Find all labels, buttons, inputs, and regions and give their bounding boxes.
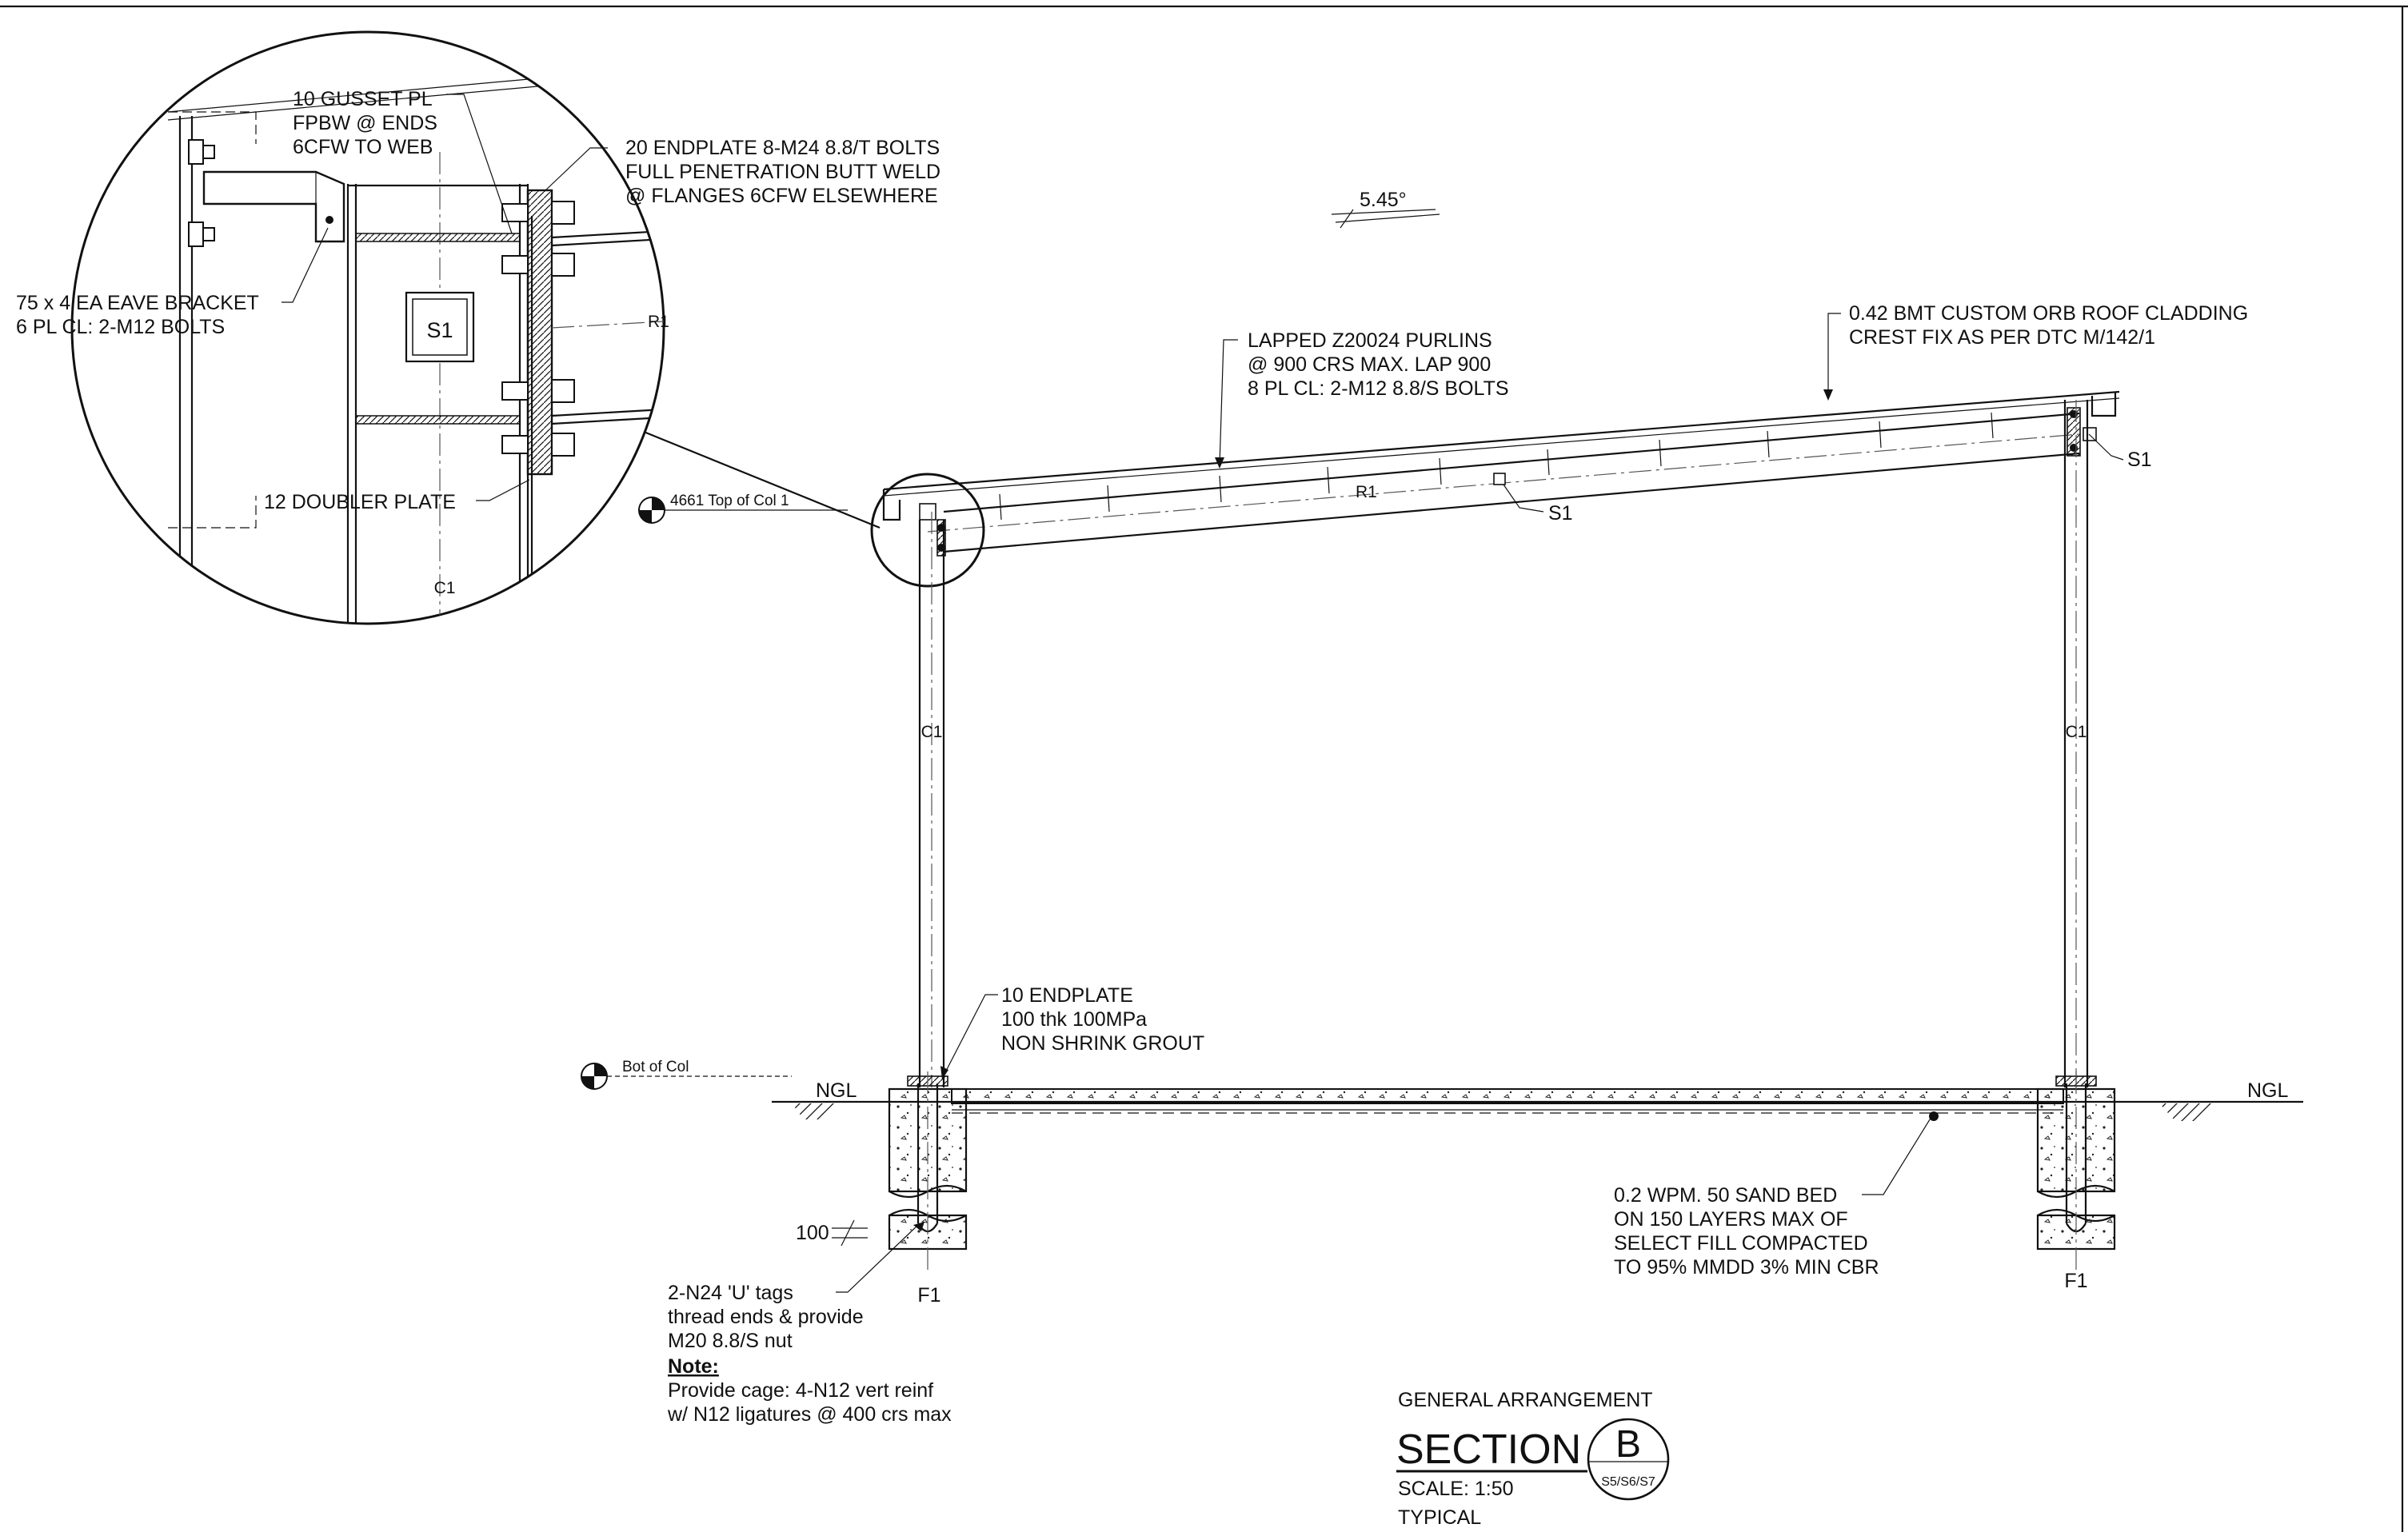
title-sheet-refs: S5/S6/S7 bbox=[1601, 1475, 1655, 1489]
eave-callout-circle bbox=[870, 473, 985, 588]
svg-text:Provide cage: 4-N12 vert reinf: Provide cage: 4-N12 vert reinf bbox=[668, 1379, 933, 1402]
base-endplate-note: 10 ENDPLATE 100 thk 100MPa NON SHRINK GR… bbox=[940, 984, 1204, 1079]
svg-text:w/ N12 ligatures @ 400 crs max: w/ N12 ligatures @ 400 crs max bbox=[667, 1403, 952, 1426]
svg-text:75 x 4 EA EAVE BRACKET: 75 x 4 EA EAVE BRACKET bbox=[16, 292, 259, 314]
title-scale: SCALE: 1:50 bbox=[1398, 1478, 1514, 1500]
svg-text:LAPPED Z20024 PURLINS: LAPPED Z20024 PURLINS bbox=[1248, 329, 1492, 352]
svg-text:thread ends & provide: thread ends & provide bbox=[668, 1306, 864, 1328]
column-c1-right bbox=[2063, 400, 2089, 1087]
svg-text:Note:: Note: bbox=[668, 1355, 719, 1378]
rafter-r1-label: R1 bbox=[1356, 483, 1377, 501]
svg-text:Bot of Col: Bot of Col bbox=[622, 1059, 689, 1075]
svg-text:ON 150 LAYERS MAX OF: ON 150 LAYERS MAX OF bbox=[1614, 1208, 1848, 1231]
footing-dimension: 100 bbox=[796, 1219, 868, 1247]
svg-text:@ 900 CRS MAX. LAP 900: @ 900 CRS MAX. LAP 900 bbox=[1248, 353, 1491, 376]
column-c1-left bbox=[918, 512, 945, 1087]
gusset-note: 10 GUSSET PL FPBW @ ENDS 6CFW TO WEB bbox=[293, 88, 437, 158]
endplate-note: 20 ENDPLATE 8-M24 8.8/T BOLTS FULL PENET… bbox=[625, 137, 940, 207]
svg-text:FPBW @ ENDS: FPBW @ ENDS bbox=[293, 112, 437, 134]
svg-text:2-N24 'U' tags: 2-N24 'U' tags bbox=[668, 1282, 793, 1304]
s1-leaders: S1 S1 bbox=[1503, 433, 2152, 525]
level-bot-of-col: Bot of Col bbox=[581, 1059, 792, 1090]
svg-text:NON SHRINK GROUT: NON SHRINK GROUT bbox=[1001, 1032, 1204, 1055]
sheet-border bbox=[0, 5, 2408, 1532]
svg-text:M20 8.8/S nut: M20 8.8/S nut bbox=[668, 1330, 793, 1352]
cladding-note: 0.42 BMT CUSTOM ORB ROOF CLADDING CREST … bbox=[1823, 302, 2248, 401]
footing-f1-right bbox=[2036, 1071, 2116, 1271]
svg-text:NGL: NGL bbox=[2247, 1079, 2289, 1102]
title-typical: TYPICAL bbox=[1398, 1506, 1481, 1529]
detail-leaders bbox=[282, 94, 881, 529]
footing-left-label: F1 bbox=[917, 1284, 940, 1307]
title-heading: GENERAL ARRANGEMENT bbox=[1398, 1389, 1653, 1411]
svg-text:6 PL CL: 2-M12 BOLTS: 6 PL CL: 2-M12 BOLTS bbox=[16, 316, 225, 338]
svg-text:FULL PENETRATION BUTT WELD: FULL PENETRATION BUTT WELD bbox=[625, 161, 940, 183]
svg-text:0.2 WPM. 50 SAND BED: 0.2 WPM. 50 SAND BED bbox=[1614, 1184, 1837, 1207]
svg-text:@ FLANGES 6CFW ELSEWHERE: @ FLANGES 6CFW ELSEWHERE bbox=[625, 185, 938, 207]
svg-text:8 PL CL: 2-M12 8.8/S BOLTS: 8 PL CL: 2-M12 8.8/S BOLTS bbox=[1248, 377, 1509, 400]
svg-text:0.42 BMT CUSTOM ORB ROOF CLADD: 0.42 BMT CUSTOM ORB ROOF CLADDING bbox=[1849, 302, 2248, 325]
purlin-bolts bbox=[188, 139, 215, 247]
svg-text:CREST FIX AS PER DTC M/142/1: CREST FIX AS PER DTC M/142/1 bbox=[1849, 326, 2155, 349]
u-tags-note: 2-N24 'U' tags thread ends & provide M20… bbox=[667, 1222, 952, 1426]
endplate-bolts bbox=[501, 201, 575, 457]
doubler-note: 12 DOUBLER PLATE bbox=[264, 491, 456, 513]
title-section: SECTION bbox=[1396, 1426, 1581, 1473]
svg-text:5.45°: 5.45° bbox=[1360, 189, 1407, 211]
title-block: GENERAL ARRANGEMENT SECTION B S5/S6/S7 S… bbox=[1396, 1389, 1670, 1529]
svg-text:20 ENDPLATE 8-M24 8.8/T BOLTS: 20 ENDPLATE 8-M24 8.8/T BOLTS bbox=[625, 137, 940, 159]
slab-note: 0.2 WPM. 50 SAND BED ON 150 LAYERS MAX O… bbox=[1614, 1111, 1939, 1279]
svg-text:4661 Top of Col 1: 4661 Top of Col 1 bbox=[670, 493, 789, 509]
slab-on-ground bbox=[951, 1088, 2064, 1114]
level-top-of-col: 4661 Top of Col 1 bbox=[638, 493, 848, 524]
column-left-label: C1 bbox=[921, 723, 943, 741]
svg-text:S1: S1 bbox=[2127, 449, 2152, 471]
svg-text:6CFW TO WEB: 6CFW TO WEB bbox=[293, 136, 433, 158]
eave-detail-bubble: S1 R1 C1 bbox=[70, 30, 669, 625]
svg-text:TO 95% MMDD 3% MIN CBR: TO 95% MMDD 3% MIN CBR bbox=[1614, 1256, 1879, 1279]
detail-r1-label: R1 bbox=[648, 313, 669, 331]
svg-text:100 thk 100MPa: 100 thk 100MPa bbox=[1001, 1008, 1147, 1031]
title-section-letter: B bbox=[1615, 1423, 1641, 1466]
svg-text:10 ENDPLATE: 10 ENDPLATE bbox=[1001, 984, 1133, 1007]
left-eave-connection bbox=[919, 503, 946, 557]
slope-indicator: 5.45° bbox=[1331, 189, 1440, 229]
detail-c1-label: C1 bbox=[434, 579, 456, 597]
svg-text:S1: S1 bbox=[1548, 502, 1573, 525]
footing-right-label: F1 bbox=[2064, 1270, 2087, 1292]
footing-f1-left bbox=[888, 1071, 968, 1271]
eave-bracket-note: 75 x 4 EA EAVE BRACKET 6 PL CL: 2-M12 BO… bbox=[16, 292, 259, 338]
detail-s1-label: S1 bbox=[426, 318, 453, 342]
section-circle bbox=[1587, 1418, 1670, 1501]
svg-text:SELECT FILL COMPACTED: SELECT FILL COMPACTED bbox=[1614, 1232, 1868, 1255]
purlins bbox=[999, 412, 1994, 521]
purlin-note: LAPPED Z20024 PURLINS @ 900 CRS MAX. LAP… bbox=[1215, 329, 1509, 469]
svg-text:100: 100 bbox=[796, 1222, 829, 1244]
svg-text:10 GUSSET PL: 10 GUSSET PL bbox=[293, 88, 433, 110]
svg-text:NGL: NGL bbox=[816, 1079, 857, 1102]
rafter-r1 bbox=[882, 390, 2120, 553]
column-right-label: C1 bbox=[2066, 723, 2087, 741]
